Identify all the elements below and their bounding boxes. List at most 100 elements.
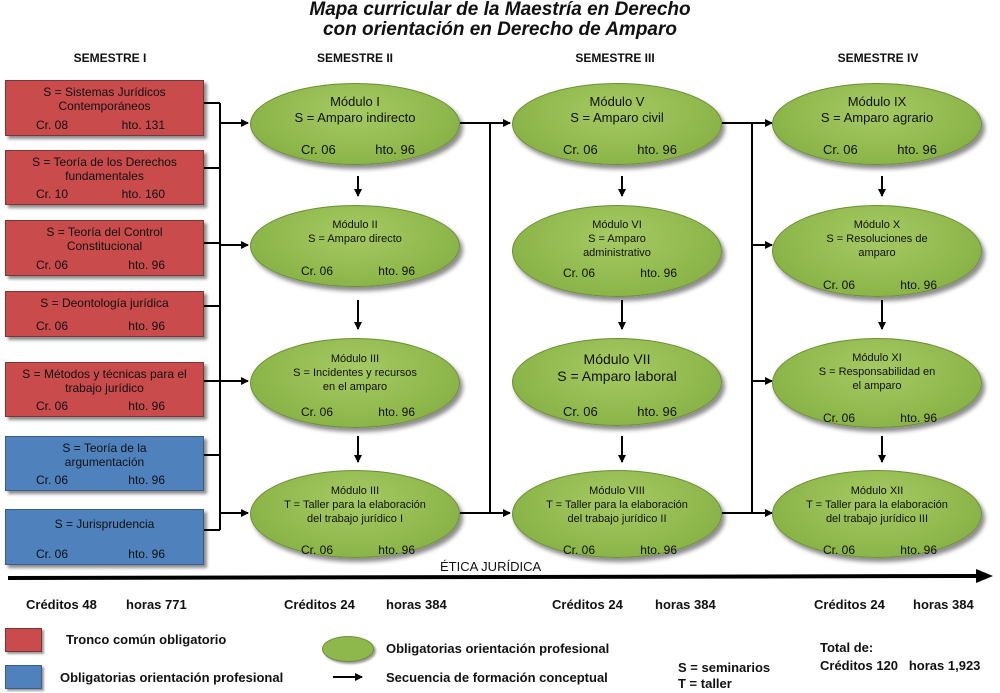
module-hours: hto. 96 xyxy=(900,543,937,557)
module-credits: Cr. 06 xyxy=(563,266,596,280)
legend-taller: T = taller xyxy=(678,676,732,691)
module-credits: Cr. 06 xyxy=(823,543,856,557)
course-box-jurisprudencia: S = Jurisprudencia Cr. 06 hto. 96 xyxy=(5,509,204,565)
etica-juridica-label: ÉTICA JURÍDICA xyxy=(440,559,542,574)
course-credits: Cr. 06 xyxy=(36,399,69,413)
module-credits: Cr. 06 xyxy=(823,278,856,292)
course-credits: Cr. 06 xyxy=(36,319,69,333)
course-credits: Cr. 06 xyxy=(36,258,69,272)
course-box-derechos-fundamentales: S = Teoría de los Derechos fundamentales… xyxy=(5,150,204,205)
course-box-metodos-tecnicas: S = Métodos y técnicas para el trabajo j… xyxy=(5,362,204,417)
course-hours: hto. 96 xyxy=(128,399,165,413)
module-hours: hto. 96 xyxy=(640,543,677,557)
semester-1-header: SEMESTRE I xyxy=(73,51,147,65)
course-hours: hto. 96 xyxy=(128,319,165,333)
semester-4-credits: Créditos 24 xyxy=(814,597,885,612)
diagram-title-line1: Mapa curricular de la Maestría en Derech… xyxy=(309,0,691,20)
semester-4-hours: horas 384 xyxy=(913,597,974,612)
course-hours: hto. 96 xyxy=(128,258,165,272)
course-text: S = Métodos y técnicas para el trabajo j… xyxy=(22,367,187,395)
module-credits: Cr. 06 xyxy=(563,543,596,557)
legend-red-label: Tronco común obligatorio xyxy=(66,632,227,647)
course-credits: Cr. 10 xyxy=(36,187,69,201)
module-hours: hto. 96 xyxy=(378,405,415,419)
semester-2-hours: horas 384 xyxy=(386,597,447,612)
module-credits: Cr. 06 xyxy=(823,142,858,157)
module-hours: hto. 96 xyxy=(640,266,677,280)
module-hours: hto. 96 xyxy=(378,264,415,278)
course-text: S = Teoría de la argumentación xyxy=(62,441,147,469)
module-credits: Cr. 06 xyxy=(823,411,856,425)
semester-2-header: SEMESTRE II xyxy=(316,51,393,65)
course-box-deontologia: S = Deontología jurídica Cr. 06 hto. 96 xyxy=(5,291,204,337)
semester-1-hours: horas 771 xyxy=(126,597,187,612)
semester-3-credits: Créditos 24 xyxy=(552,597,623,612)
course-hours: hto. 160 xyxy=(121,187,165,201)
course-box-control-constitucional: S = Teoría del Control Constitucional Cr… xyxy=(5,220,204,276)
module-credits: Cr. 06 xyxy=(563,142,598,157)
semester-4-header: SEMESTRE IV xyxy=(837,51,919,65)
semester-3-header: SEMESTRE III xyxy=(575,51,655,65)
legend-seminarios: S = seminarios xyxy=(678,660,771,675)
module-credits: Cr. 06 xyxy=(301,142,336,157)
course-text: S = Jurisprudencia xyxy=(54,517,155,531)
module-hours: hto. 96 xyxy=(900,411,937,425)
course-text: S = Teoría de los Derechos fundamentales xyxy=(32,155,177,183)
diagram-title-line2: con orientación en Derecho de Amparo xyxy=(322,19,678,40)
course-hours: hto. 96 xyxy=(128,547,165,561)
semester-2-credits: Créditos 24 xyxy=(284,597,355,612)
course-credits: Cr. 06 xyxy=(36,547,69,561)
module-hours: hto. 96 xyxy=(900,278,937,292)
module-credits: Cr. 06 xyxy=(301,405,334,419)
course-hours: hto. 131 xyxy=(121,118,165,132)
total-label: Total de: xyxy=(820,640,874,655)
course-credits: Cr. 06 xyxy=(36,473,69,487)
module-credits: Cr. 06 xyxy=(301,264,334,278)
module-credits: Cr. 06 xyxy=(563,404,598,419)
legend-arrow-label: Secuencia de formación conceptual xyxy=(386,670,608,685)
module-hours: hto. 96 xyxy=(897,142,937,157)
module-credits: Cr. 06 xyxy=(301,543,334,557)
legend-green-swatch xyxy=(322,636,374,662)
semester-3-hours: horas 384 xyxy=(655,597,716,612)
legend-red-swatch xyxy=(5,628,42,652)
total-values: Créditos 120 horas 1,923 xyxy=(820,658,981,673)
legend-blue-label: Obligatorias orientación profesional xyxy=(60,670,284,685)
module-hours: hto. 96 xyxy=(375,142,415,157)
course-box-sistemas-juridicos: S = Sistemas Jurídicos Contemporáneos Cr… xyxy=(5,80,204,136)
module-hours: hto. 96 xyxy=(637,404,677,419)
course-hours: hto. 96 xyxy=(128,473,165,487)
legend-blue-swatch xyxy=(5,665,42,689)
module-hours: hto. 96 xyxy=(637,142,677,157)
course-credits: Cr. 08 xyxy=(36,118,69,132)
module-hours: hto. 96 xyxy=(378,543,415,557)
legend-green-label: Obligatorias orientación profesional xyxy=(386,641,610,656)
course-text: S = Sistemas Jurídicos Contemporáneos xyxy=(43,85,166,113)
course-text: S = Deontología jurídica xyxy=(40,296,169,310)
course-text: S = Teoría del Control Constitucional xyxy=(46,225,163,253)
